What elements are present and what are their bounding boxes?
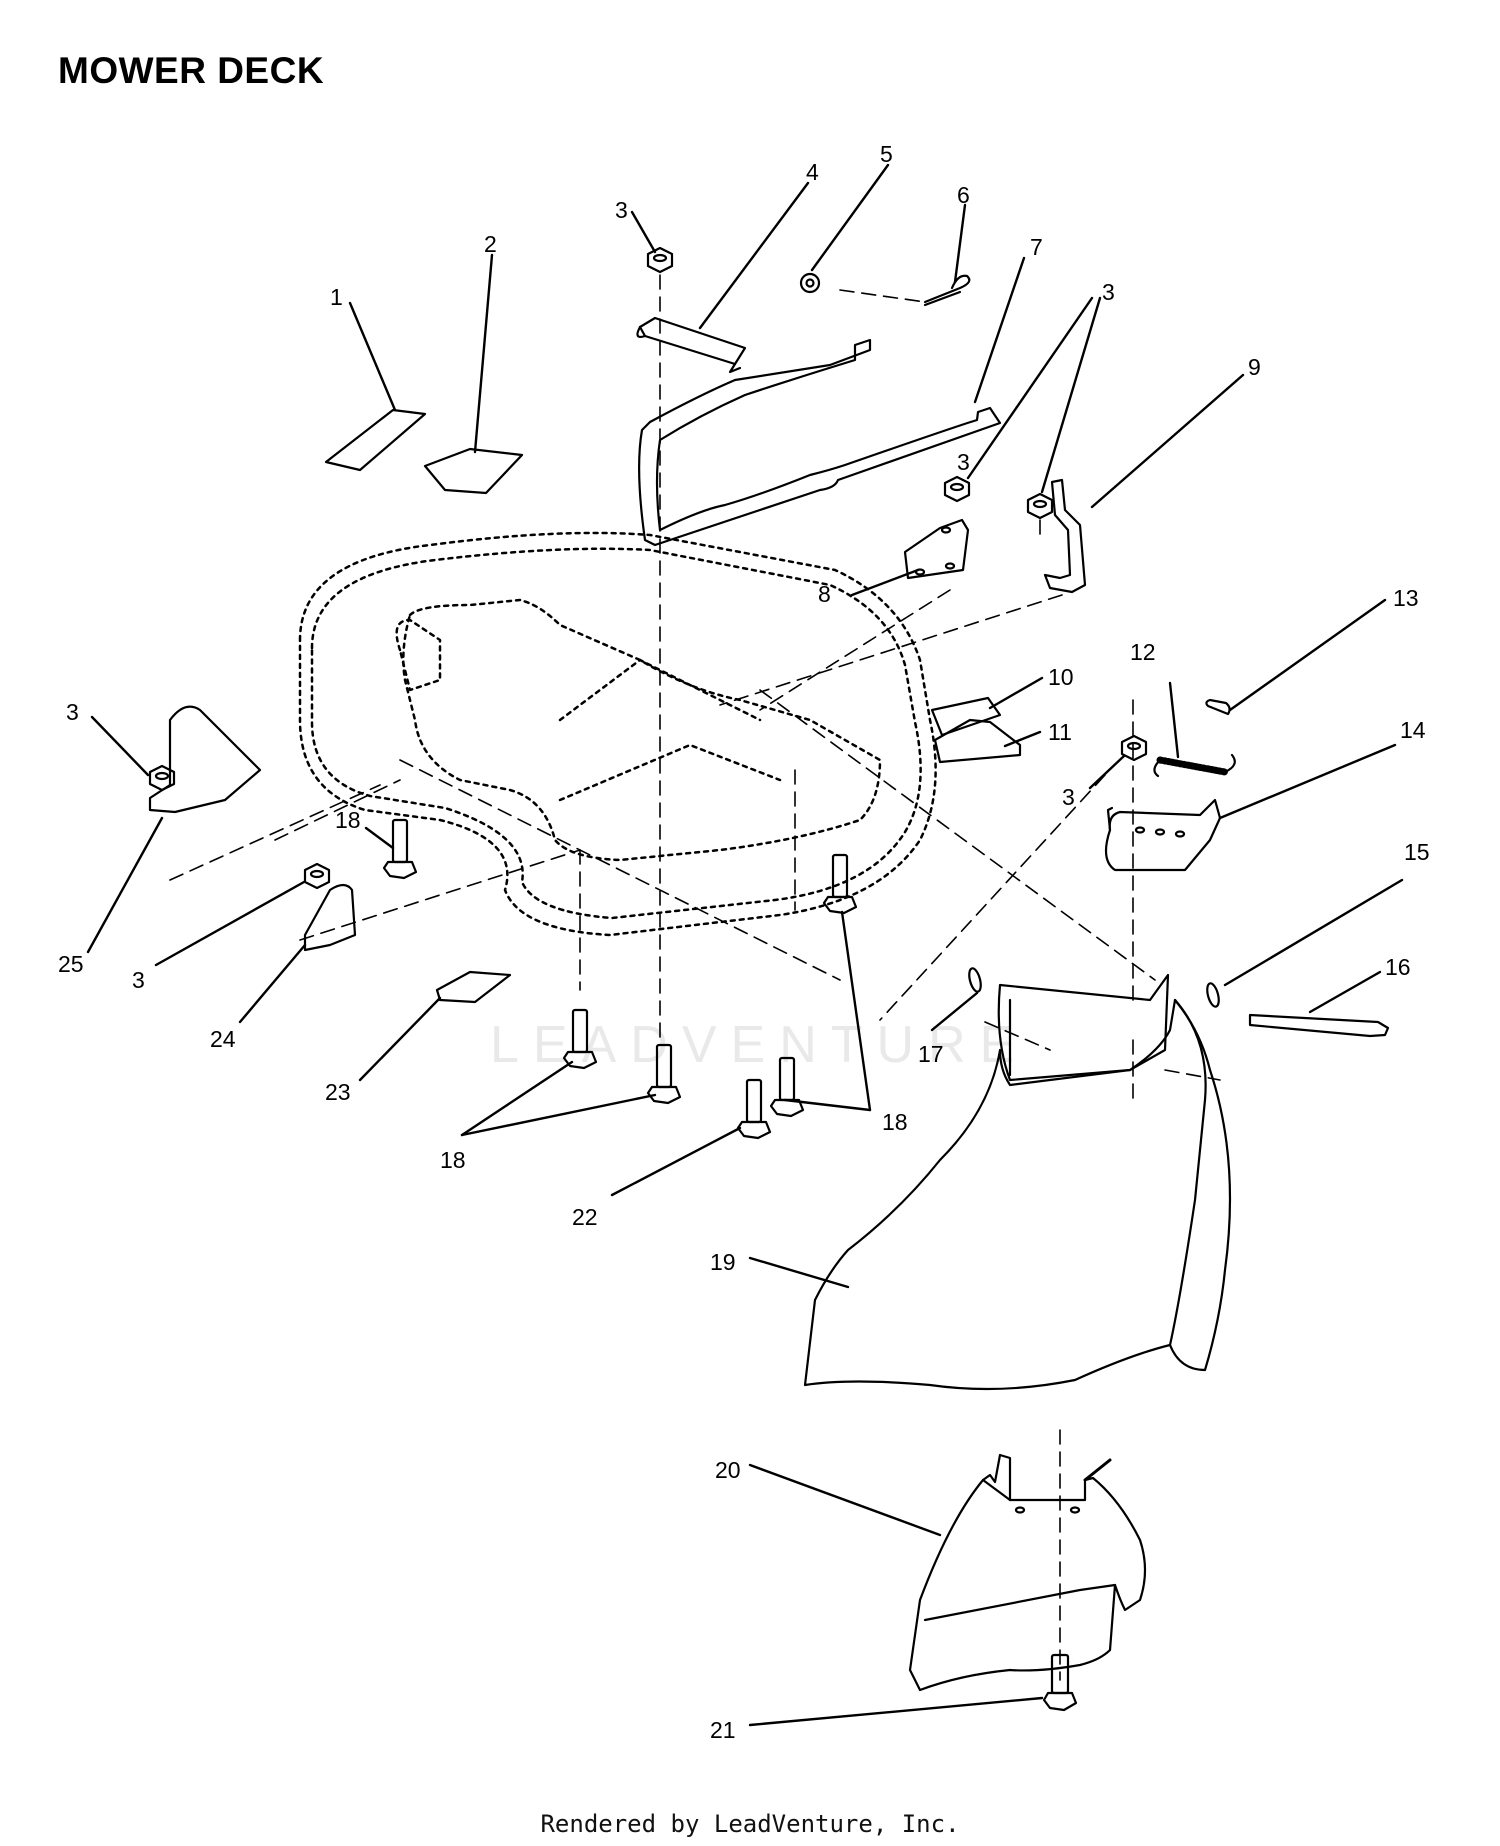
washer-15 bbox=[1206, 982, 1220, 1008]
spring-12 bbox=[1153, 753, 1236, 778]
callout-18-left: 18 bbox=[335, 807, 361, 833]
callout-4: 4 bbox=[806, 159, 819, 185]
callout-3-left: 3 bbox=[66, 699, 79, 725]
callout-22: 22 bbox=[572, 1204, 598, 1230]
page-title: MOWER DECK bbox=[58, 50, 325, 91]
callout-7: 7 bbox=[1030, 234, 1043, 260]
callout-3-upper-right: 3 bbox=[1102, 279, 1115, 305]
deflector-20 bbox=[908, 1453, 1147, 1692]
callout-9: 9 bbox=[1248, 354, 1261, 380]
bolt-18-right bbox=[769, 1056, 805, 1118]
nut-3-bracket bbox=[943, 475, 971, 503]
callout-3-spring: 3 bbox=[1062, 784, 1075, 810]
callout-23: 23 bbox=[325, 1079, 351, 1105]
nut-3-bottom bbox=[303, 862, 331, 890]
callout-3-top: 3 bbox=[615, 197, 628, 223]
lift-handle-7 bbox=[638, 338, 1002, 547]
callout-10: 10 bbox=[1048, 664, 1074, 690]
callout-11: 11 bbox=[1048, 719, 1072, 745]
callout-18-center: 18 bbox=[440, 1147, 466, 1173]
callout-18-right: 18 bbox=[882, 1109, 908, 1135]
callout-24: 24 bbox=[210, 1026, 236, 1052]
callout-15: 15 bbox=[1404, 839, 1430, 865]
decal-1 bbox=[324, 408, 427, 472]
rod-9 bbox=[1043, 478, 1087, 594]
callout-5: 5 bbox=[880, 141, 893, 167]
callout-17: 17 bbox=[918, 1041, 944, 1067]
decal-11 bbox=[933, 718, 1022, 764]
decal-10 bbox=[930, 696, 1002, 737]
callout-16: 16 bbox=[1385, 954, 1411, 980]
nut-3-left bbox=[148, 764, 176, 792]
pivot-bracket-4 bbox=[638, 316, 747, 366]
bolt-18-lower bbox=[646, 1043, 682, 1105]
bolt-18-center bbox=[562, 1008, 598, 1070]
bolt-21 bbox=[1042, 1653, 1078, 1712]
callout-21: 21 bbox=[710, 1717, 736, 1743]
callout-6: 6 bbox=[957, 182, 970, 208]
decal-2 bbox=[423, 447, 524, 495]
callout-3-bracket: 3 bbox=[957, 449, 970, 475]
pin-13 bbox=[1205, 698, 1231, 716]
callout-labels: 1 2 3 4 5 6 7 3 9 3 8 13 12 10 11 14 3 3… bbox=[58, 141, 1430, 1743]
hairpin-6 bbox=[923, 274, 971, 304]
washer-5 bbox=[799, 272, 821, 294]
callout-13: 13 bbox=[1393, 585, 1419, 611]
nut-3-rod bbox=[1026, 492, 1054, 520]
nut-3-spring bbox=[1120, 734, 1148, 762]
nut-3-top bbox=[646, 246, 674, 274]
washer-17 bbox=[968, 967, 982, 993]
callout-3-bottom: 3 bbox=[132, 967, 145, 993]
bolt-18-left bbox=[382, 818, 418, 880]
bracket-24 bbox=[303, 883, 357, 952]
callout-14: 14 bbox=[1400, 717, 1426, 743]
bracket-25 bbox=[148, 705, 262, 814]
hinge-pin-16 bbox=[1248, 1013, 1390, 1038]
watermark: LEADVENTURE bbox=[490, 1016, 1029, 1074]
mower-deck bbox=[298, 531, 937, 937]
bracket-8 bbox=[903, 518, 970, 580]
footer-credit: Rendered by LeadVenture, Inc. bbox=[540, 1810, 960, 1838]
bolt-18-deck bbox=[822, 853, 858, 915]
callout-19: 19 bbox=[710, 1249, 736, 1275]
callout-25: 25 bbox=[58, 951, 84, 977]
callout-20: 20 bbox=[715, 1457, 741, 1483]
chute-hinge bbox=[997, 973, 1170, 1082]
callout-1: 1 bbox=[330, 284, 343, 310]
bolt-22 bbox=[736, 1078, 772, 1140]
callout-8: 8 bbox=[818, 581, 831, 607]
decal-23 bbox=[435, 970, 512, 1004]
callout-12: 12 bbox=[1130, 639, 1156, 665]
callout-2: 2 bbox=[484, 231, 497, 257]
discharge-chute-19 bbox=[803, 998, 1232, 1391]
